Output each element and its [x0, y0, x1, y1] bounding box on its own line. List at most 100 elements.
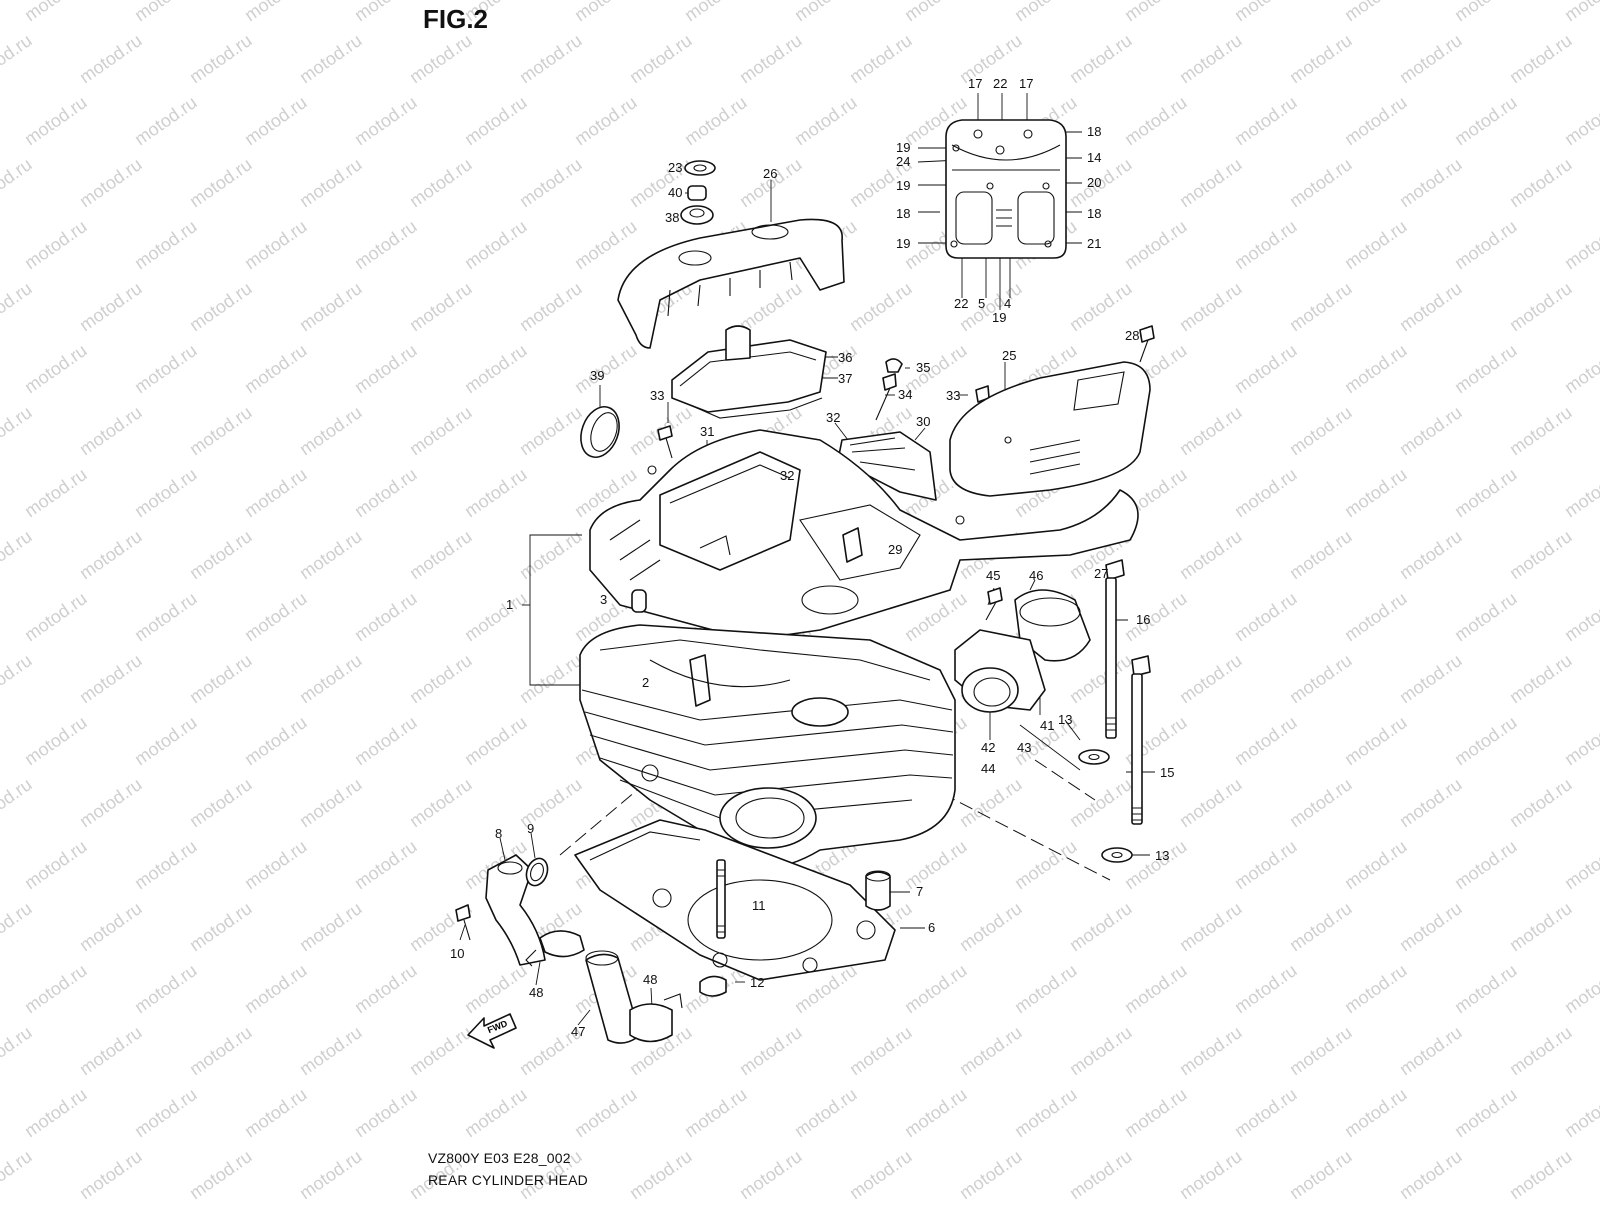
- watermark-text: motod.ru: [131, 836, 201, 893]
- watermark-text: motod.ru: [571, 92, 641, 149]
- watermark-text: motod.ru: [1231, 712, 1301, 769]
- watermark-text: motod.ru: [516, 154, 586, 211]
- watermark-text: motod.ru: [1341, 588, 1411, 645]
- watermark-text: motod.ru: [186, 402, 256, 459]
- water-hose: [525, 930, 683, 1044]
- callout-number: 9: [527, 821, 534, 836]
- callout-number: 26: [763, 166, 777, 181]
- watermark-text: motod.ru: [791, 1084, 861, 1141]
- watermark-text: motod.ru: [1286, 278, 1356, 335]
- watermark-text: motod.ru: [1506, 402, 1576, 459]
- watermark-text: motod.ru: [131, 0, 201, 25]
- watermark-text: motod.ru: [1396, 774, 1466, 831]
- watermark-text: motod.ru: [461, 712, 531, 769]
- watermark-text: motod.ru: [1341, 0, 1411, 25]
- watermark-text: motod.ru: [1231, 960, 1301, 1017]
- watermark-text: motod.ru: [1176, 1146, 1246, 1200]
- watermark-text: motod.ru: [1341, 960, 1411, 1017]
- watermark-text: motod.ru: [406, 1022, 476, 1079]
- watermark-text: motod.ru: [186, 650, 256, 707]
- watermark-text: motod.ru: [186, 774, 256, 831]
- watermark-text: motod.ru: [1561, 1084, 1600, 1141]
- watermark-text: motod.ru: [461, 464, 531, 521]
- watermark-text: motod.ru: [186, 154, 256, 211]
- cylinder-head-gasket: [574, 819, 896, 981]
- callout-number: 39: [590, 368, 604, 383]
- watermark-text: motod.ru: [1286, 30, 1356, 87]
- watermark-text: motod.ru: [1506, 1146, 1576, 1200]
- watermark-text: motod.ru: [901, 0, 971, 25]
- watermark-text: motod.ru: [406, 774, 476, 831]
- watermark-text: motod.ru: [461, 588, 531, 645]
- callout-number: 8: [495, 826, 502, 841]
- watermark-text: motod.ru: [351, 588, 421, 645]
- callout-number: 31: [700, 424, 714, 439]
- watermark-text: motod.ru: [1341, 216, 1411, 273]
- watermark-text: motod.ru: [516, 650, 586, 707]
- watermark-text: motod.ru: [901, 960, 971, 1017]
- watermark-text: motod.ru: [1231, 0, 1301, 25]
- watermark-text: motod.ru: [131, 464, 201, 521]
- watermark-text: motod.ru: [461, 216, 531, 273]
- cylinder-head-cover: [589, 429, 1139, 641]
- small-fasteners: [699, 859, 891, 997]
- watermark-text: motod.ru: [1176, 1022, 1246, 1079]
- watermark-text: motod.ru: [846, 30, 916, 87]
- watermark-text: motod.ru: [1561, 92, 1600, 149]
- watermark-text: motod.ru: [186, 898, 256, 955]
- watermark-text: motod.ru: [296, 1146, 366, 1200]
- watermark-text: motod.ru: [241, 340, 311, 397]
- watermark-text: motod.ru: [791, 0, 861, 25]
- callout-number: 28: [1125, 328, 1139, 343]
- valve-cover-gasket-set: [945, 119, 1067, 259]
- watermark-text: motod.ru: [1396, 526, 1466, 583]
- watermark-text: motod.ru: [1451, 836, 1521, 893]
- watermark-text: motod.ru: [1121, 92, 1191, 149]
- watermark-text: motod.ru: [1066, 898, 1136, 955]
- watermark-text: motod.ru: [406, 650, 476, 707]
- watermark-text: motod.ru: [21, 216, 91, 273]
- watermark-text: motod.ru: [21, 0, 91, 25]
- watermark-text: motod.ru: [1011, 1084, 1081, 1141]
- callout-number: 14: [1087, 150, 1101, 165]
- watermark-text: motod.ru: [846, 1146, 916, 1200]
- cover-washers: [680, 160, 716, 225]
- watermark-text: motod.ru: [186, 278, 256, 335]
- callout-number: 7: [916, 884, 923, 899]
- watermark-text: motod.ru: [1396, 30, 1466, 87]
- watermark-text: motod.ru: [1231, 1084, 1301, 1141]
- callout-number: 12: [750, 975, 764, 990]
- watermark-text: motod.ru: [1121, 1084, 1191, 1141]
- watermark-text: motod.ru: [1561, 464, 1600, 521]
- watermark-text: motod.ru: [1066, 30, 1136, 87]
- callout-number: 41: [1040, 718, 1054, 733]
- watermark-text: motod.ru: [21, 960, 91, 1017]
- callout-number: 19: [896, 140, 910, 155]
- hose-fitting: [455, 854, 549, 966]
- watermark-text: motod.ru: [406, 402, 476, 459]
- forward-direction-arrow: FWD: [467, 1013, 517, 1049]
- watermark-text: motod.ru: [0, 774, 35, 831]
- watermark-text: motod.ru: [1561, 712, 1600, 769]
- watermark-text: motod.ru: [1506, 278, 1576, 335]
- watermark-text: motod.ru: [0, 278, 35, 335]
- watermark-text: motod.ru: [1231, 464, 1301, 521]
- bolts: [657, 325, 1155, 621]
- watermark-text: motod.ru: [1066, 278, 1136, 335]
- watermark-text: motod.ru: [1396, 402, 1466, 459]
- callout-number: 48: [643, 972, 657, 987]
- watermark-text: motod.ru: [1451, 464, 1521, 521]
- watermark-text: motod.ru: [0, 1022, 35, 1079]
- watermark-text: motod.ru: [516, 402, 586, 459]
- watermark-text: motod.ru: [1066, 1146, 1136, 1200]
- watermark-text: motod.ru: [571, 340, 641, 397]
- watermark-text: motod.ru: [1121, 216, 1191, 273]
- watermark-text: motod.ru: [1396, 1022, 1466, 1079]
- callout-number: 34: [898, 387, 912, 402]
- watermark-text: motod.ru: [76, 1146, 146, 1200]
- watermark-text: motod.ru: [76, 774, 146, 831]
- watermark-text: motod.ru: [1506, 1022, 1576, 1079]
- watermark-text: motod.ru: [351, 92, 421, 149]
- callout-number: 29: [888, 542, 902, 557]
